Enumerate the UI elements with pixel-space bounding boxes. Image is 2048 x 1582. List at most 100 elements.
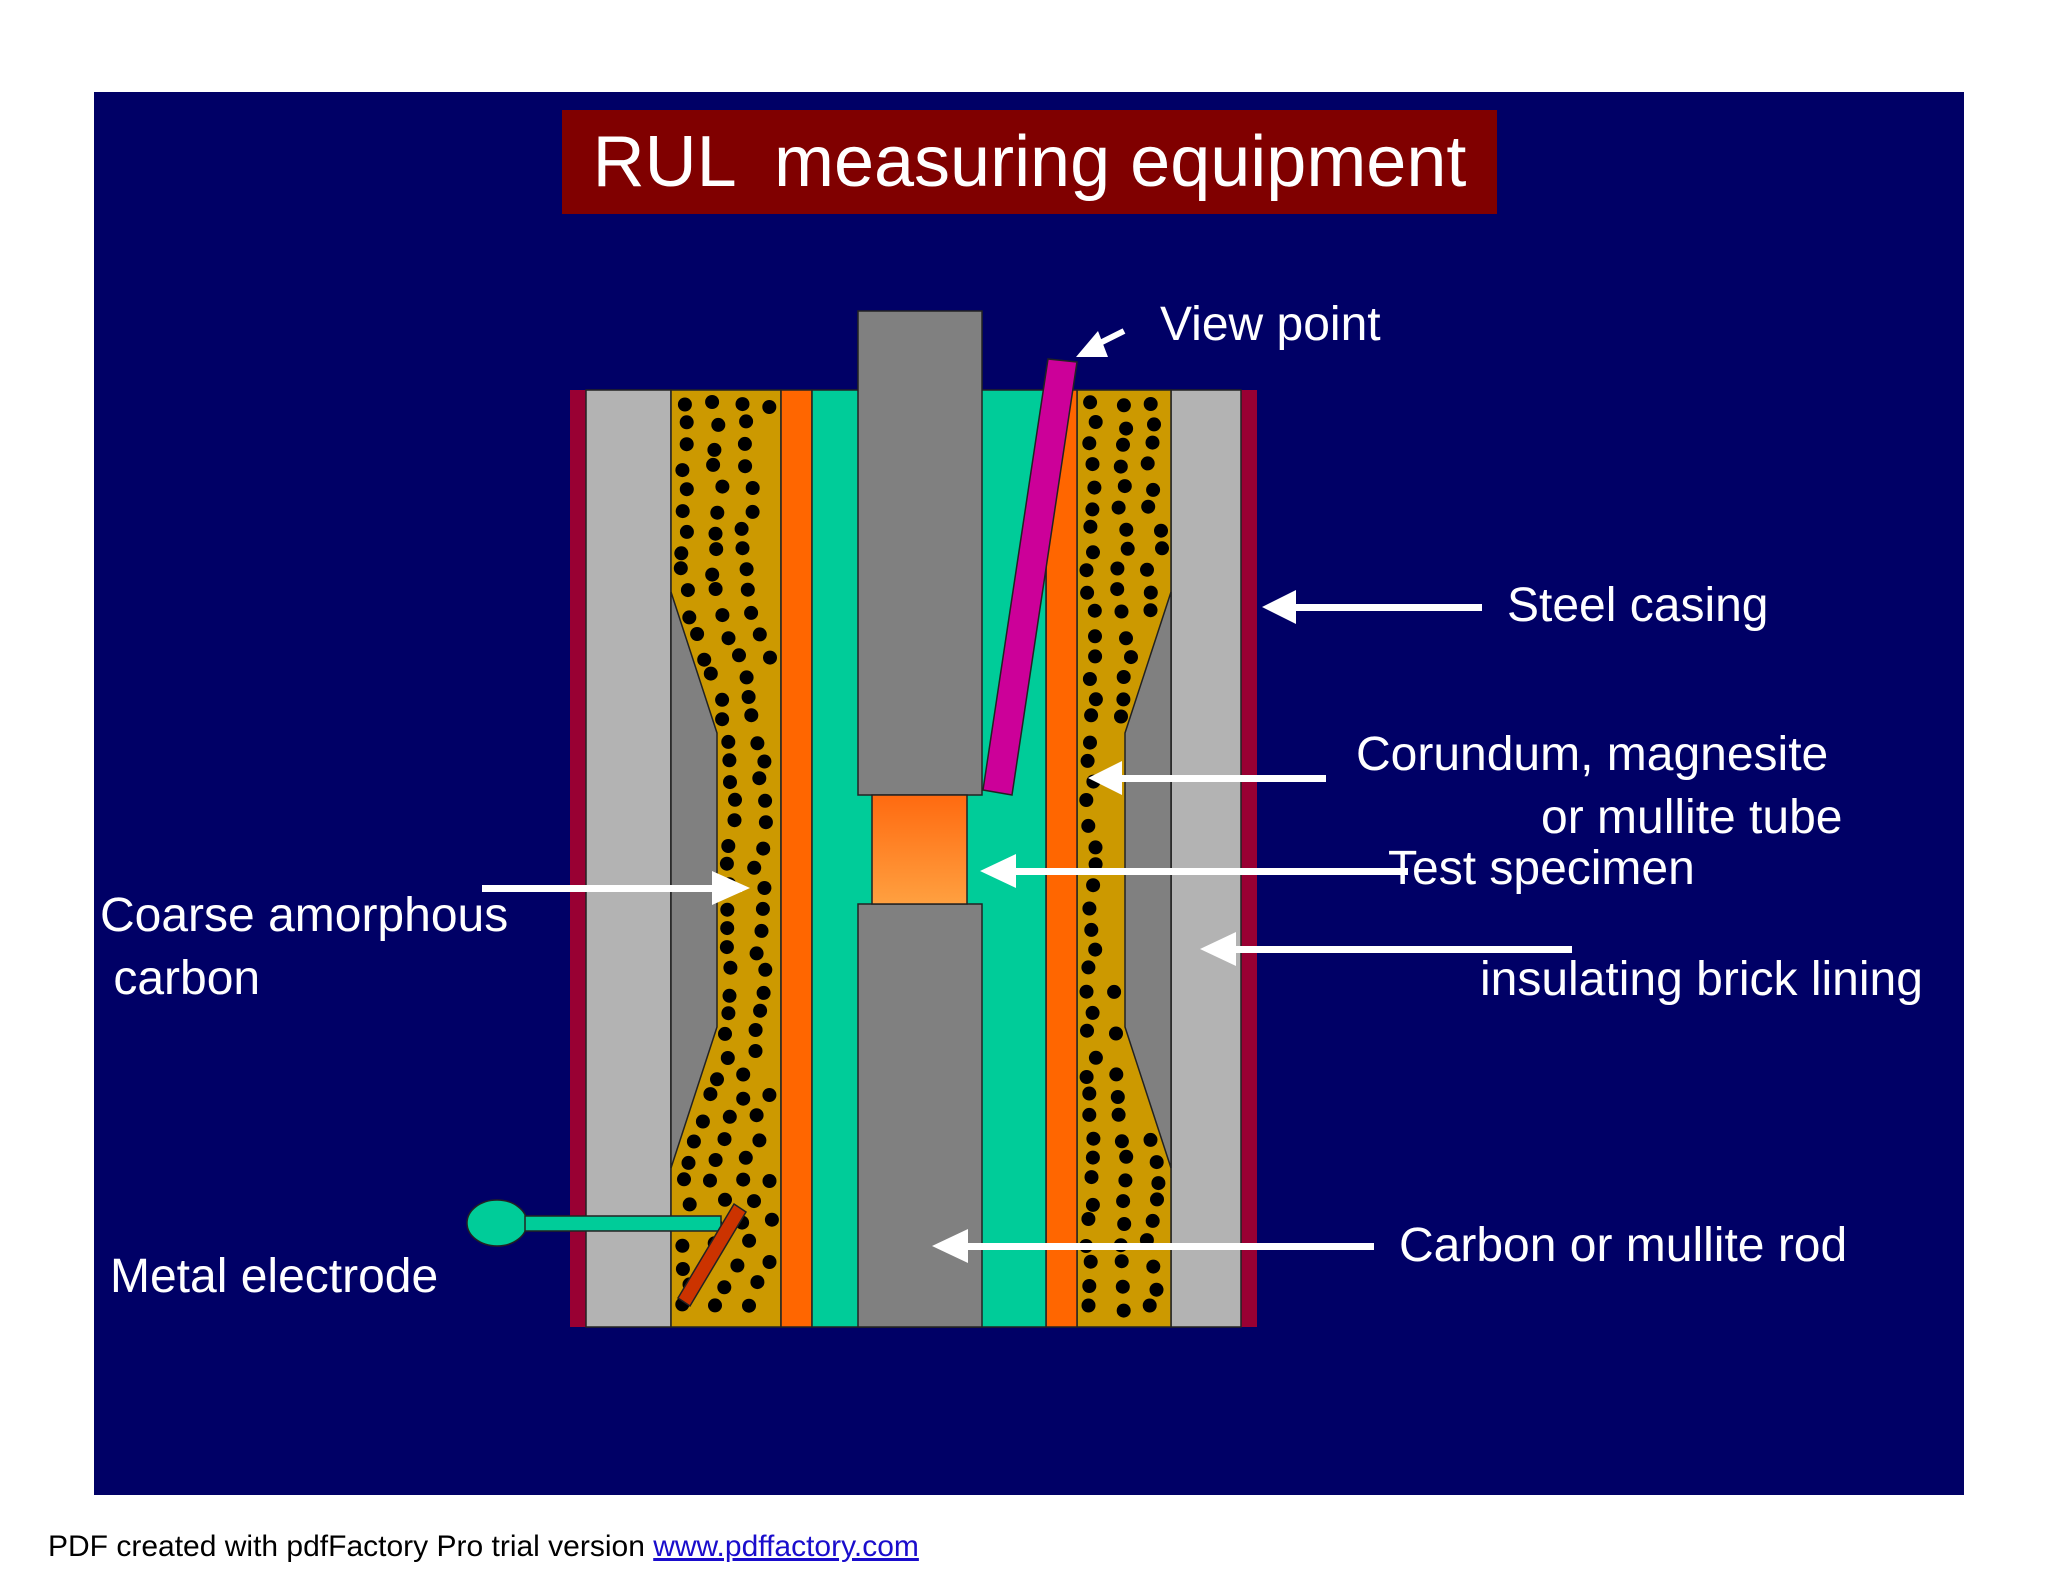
carbon-particle — [1081, 1212, 1096, 1226]
carbon-particle — [718, 1026, 732, 1041]
carbon-particle — [757, 881, 772, 895]
carbon-particle — [1151, 1176, 1166, 1191]
carbon-particle — [720, 902, 735, 917]
carbon-particle — [679, 482, 694, 497]
carbon-particle — [1084, 708, 1099, 723]
title-banner: RUL measuring equipment — [562, 110, 1497, 214]
carbon-particle — [715, 692, 730, 707]
carbon-particle — [739, 670, 754, 685]
carbon-particle — [1109, 1026, 1123, 1041]
carbon-particle — [1149, 1155, 1164, 1170]
carbon-particle — [682, 1197, 697, 1212]
metal-electrode-tip — [676, 1202, 748, 1308]
carbon-particle — [764, 1212, 779, 1227]
label-insulating-brick: insulating brick lining — [1480, 953, 1923, 1006]
carbon-particle — [757, 754, 772, 769]
carbon-particle — [730, 1258, 745, 1273]
arrow-test-specimen — [980, 854, 1408, 888]
carbon-particle — [1119, 522, 1134, 537]
carbon-particle — [1088, 840, 1103, 855]
arrow-steel-casing — [1262, 590, 1482, 624]
carbon-particle — [750, 1275, 765, 1290]
carbon-particle — [1147, 417, 1161, 432]
carbon-particle — [1079, 793, 1094, 807]
carbon-particle — [675, 1238, 690, 1253]
carbon-particle — [722, 988, 737, 1003]
carbon-particle — [752, 771, 767, 786]
carbon-particle — [718, 1192, 732, 1207]
carbon-particle — [673, 561, 688, 576]
carbon-particle — [717, 1132, 732, 1147]
carbon-particle — [723, 775, 737, 790]
carbon-particle — [1086, 878, 1101, 893]
carbon-particle — [1117, 1217, 1132, 1231]
carbon-particle — [762, 1088, 777, 1102]
carbon-particle — [744, 708, 759, 723]
carbon-particle — [741, 690, 756, 704]
carbon-particle — [1086, 1131, 1101, 1146]
carbon-particle — [1110, 1090, 1125, 1104]
carbon-particle — [737, 436, 752, 451]
carbon-particle — [748, 1023, 763, 1037]
carbon-particle — [728, 792, 742, 807]
carbon-particle — [679, 437, 694, 452]
carbon-particle — [721, 631, 736, 646]
carbon-particle — [755, 901, 770, 916]
carbon-particle — [719, 856, 734, 871]
carbon-particle — [739, 562, 754, 577]
carbon-particle — [1083, 519, 1098, 534]
label-carbon-rod: Carbon or mullite rod — [1399, 1219, 1848, 1272]
carbon-particle — [677, 1172, 691, 1187]
carbon-particle — [756, 841, 771, 856]
carbon-particle — [736, 1067, 751, 1082]
carbon-particle — [1086, 545, 1100, 560]
carbon-particle — [690, 627, 705, 641]
carbon-particle — [686, 1134, 701, 1149]
carbon-particle — [703, 666, 718, 681]
carbon-particle — [722, 1109, 737, 1124]
carbon-particle — [748, 1044, 763, 1058]
carbon-particle — [706, 457, 721, 472]
carbon-particle — [752, 627, 767, 642]
carbon-particle — [736, 1172, 751, 1187]
test-specimen — [871, 794, 968, 905]
carbon-particle — [1110, 561, 1125, 576]
carbon-particle — [752, 1133, 767, 1148]
carbon-particle — [1085, 1150, 1100, 1165]
carbon-particle — [1116, 1194, 1131, 1209]
carbon-particle — [720, 921, 735, 936]
carbon-particle — [1116, 692, 1131, 707]
carbon-particle — [740, 582, 755, 597]
carbon-particle — [756, 985, 771, 1000]
heating-element-right — [1124, 591, 1172, 1169]
arrow-coarse-carbon — [482, 871, 750, 905]
carbon-particle — [1084, 922, 1099, 937]
label-metal-electrode: Metal electrode — [110, 1250, 439, 1303]
carbon-particle — [762, 1255, 777, 1269]
carbon-particle — [1085, 1197, 1100, 1212]
carbon-particle — [710, 505, 725, 520]
label-view-point: View point — [1160, 298, 1381, 351]
carbon-particle — [1087, 480, 1102, 495]
view-point-rod — [982, 358, 1078, 796]
carbon-particle — [739, 414, 754, 429]
carbon-particle — [1154, 523, 1168, 538]
carbon-particle — [719, 940, 734, 955]
carbon-particle — [674, 546, 689, 561]
carbon-particle — [1124, 650, 1138, 665]
carbon-particle — [677, 397, 692, 412]
carbon-particle — [721, 1006, 736, 1021]
footer-text: PDF created with pdfFactory Pro trial ve… — [48, 1530, 654, 1563]
footer-link[interactable]: www.pdffactory.com — [653, 1530, 919, 1563]
heating-element-left — [670, 591, 718, 1169]
carbon-particle — [758, 793, 773, 808]
carbon-particle — [1088, 857, 1103, 872]
carbon-particle — [1088, 415, 1103, 429]
carbon-particle — [744, 605, 759, 620]
label-coarse-carbon-line1: Coarse amorphous — [100, 889, 509, 942]
carbon-particle — [763, 650, 777, 665]
carbon-particle — [709, 542, 724, 557]
steel-casing-right — [1241, 390, 1257, 1327]
carbon-particle — [708, 1153, 723, 1167]
